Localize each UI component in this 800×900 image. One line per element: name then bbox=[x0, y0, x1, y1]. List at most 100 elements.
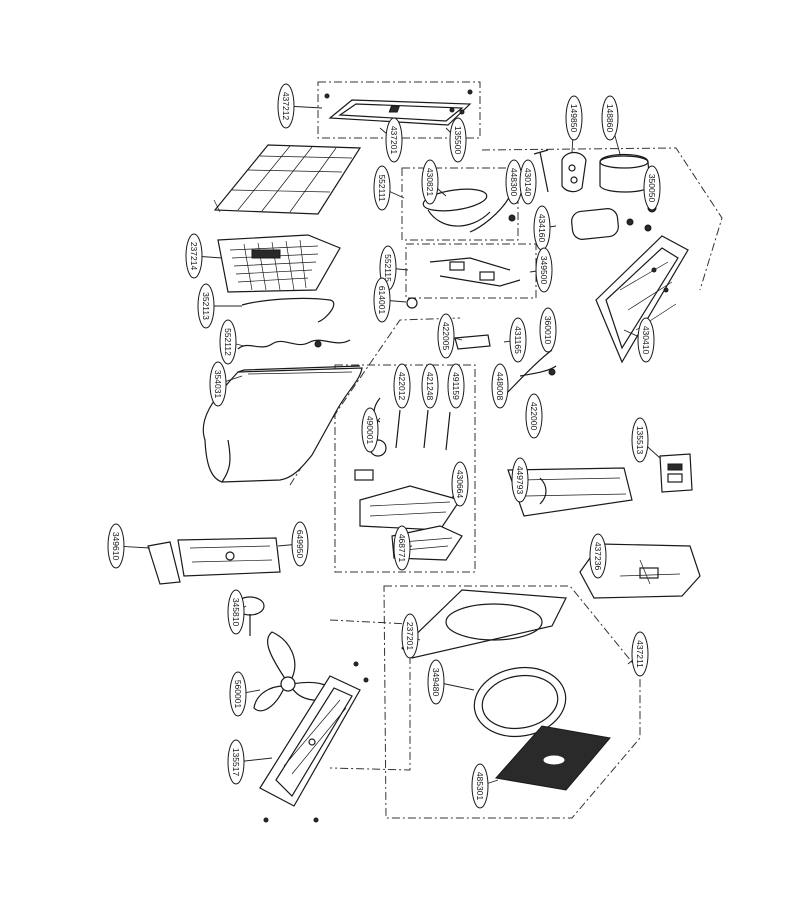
callout-c12: 237214 bbox=[185, 233, 223, 279]
group-box-top-panel bbox=[317, 81, 481, 139]
callout-c4: 430821 bbox=[421, 159, 447, 205]
callout-part-number: 552111 bbox=[377, 174, 387, 201]
callout-oval bbox=[565, 95, 583, 141]
callout-oval bbox=[519, 159, 537, 205]
callout-part-number: 614001 bbox=[377, 286, 387, 315]
callout-oval bbox=[227, 739, 245, 785]
callout-oval bbox=[471, 763, 489, 809]
callout-part-number: 560001 bbox=[233, 680, 243, 709]
callout-oval bbox=[421, 363, 439, 409]
callout-part-number: 430664 bbox=[455, 470, 465, 499]
callout-part-number: 437236 bbox=[593, 542, 603, 571]
callout-c35: 437236 bbox=[589, 533, 607, 579]
callout-c7: 350050 bbox=[643, 165, 661, 211]
callout-oval bbox=[451, 461, 469, 507]
callout-part-number: 237214 bbox=[189, 242, 199, 271]
callout-part-number: 349480 bbox=[431, 668, 441, 697]
callout-labels: 437212 437201 135500 430821 149850 148860 3500… bbox=[107, 83, 661, 809]
compressor-cover-plate bbox=[561, 151, 587, 193]
callout-c29: 135513 bbox=[631, 417, 661, 463]
callout-c37: 237201 bbox=[401, 613, 421, 659]
callout-part-number: 349500 bbox=[539, 256, 549, 285]
callout-part-number: 485301 bbox=[475, 772, 485, 801]
callout-part-number: 135517 bbox=[231, 748, 241, 777]
callout-part-number: 135500 bbox=[453, 126, 463, 155]
callout-part-number: 349610 bbox=[111, 532, 121, 561]
callout-part-number: 437201 bbox=[389, 126, 399, 155]
callout-part-number: 237201 bbox=[405, 622, 415, 651]
callout-part-number: 354031 bbox=[213, 370, 223, 399]
callout-part-number: 449793 bbox=[515, 466, 525, 495]
callout-c18: 430410 bbox=[623, 317, 655, 363]
callout-oval bbox=[227, 589, 245, 635]
callout-c40: 560001 bbox=[229, 671, 261, 717]
callout-oval bbox=[427, 659, 445, 705]
callout-part-number: 421248 bbox=[425, 372, 435, 401]
terminal-block bbox=[659, 453, 693, 493]
callout-part-number: 149850 bbox=[569, 104, 579, 133]
callout-c28: 422000 bbox=[525, 393, 543, 439]
callout-oval bbox=[449, 117, 467, 163]
motor-support-bracket bbox=[147, 537, 281, 585]
callout-c11: 430140 bbox=[519, 159, 537, 205]
compressor bbox=[571, 203, 657, 240]
callout-oval bbox=[393, 525, 411, 571]
group-box-electrical bbox=[334, 364, 476, 573]
callout-c19: 422005 bbox=[437, 313, 463, 359]
group-box-accumulator bbox=[401, 167, 519, 241]
callout-c2: 437201 bbox=[379, 117, 403, 163]
callout-part-number: 448008 bbox=[495, 372, 505, 401]
callout-part-number: 352113 bbox=[201, 292, 211, 320]
group-box-side-leader bbox=[481, 147, 723, 291]
callout-part-number: 437211 bbox=[635, 640, 645, 668]
callout-oval bbox=[643, 165, 661, 211]
callout-oval bbox=[631, 417, 649, 463]
callout-part-number: 430140 bbox=[523, 168, 533, 197]
callout-oval bbox=[393, 363, 411, 409]
callout-oval bbox=[229, 671, 247, 717]
callout-c24: 491159 bbox=[447, 363, 465, 409]
callout-oval bbox=[491, 363, 509, 409]
callout-oval bbox=[509, 317, 527, 363]
capillary-tubing bbox=[237, 297, 351, 350]
callout-part-number: 422012 bbox=[397, 372, 407, 401]
callout-c16: 614001 bbox=[373, 277, 407, 323]
callout-part-number: 490001 bbox=[365, 416, 375, 445]
callout-part-number: 135513 bbox=[635, 426, 645, 455]
callout-oval bbox=[601, 95, 619, 141]
callout-part-number: 434160 bbox=[537, 214, 547, 243]
callout-oval bbox=[535, 247, 553, 293]
top-cover-panel bbox=[324, 89, 473, 126]
service-valves bbox=[406, 257, 521, 309]
callout-c34: 468771 bbox=[393, 525, 413, 571]
callout-part-number: 430821 bbox=[425, 168, 435, 197]
callout-part-number: 431165 bbox=[513, 326, 523, 354]
callout-oval bbox=[373, 165, 391, 211]
callout-part-number: 350050 bbox=[647, 174, 657, 203]
callout-c39: 349480 bbox=[427, 659, 475, 705]
callout-part-number: 422000 bbox=[529, 402, 539, 431]
callout-oval bbox=[209, 361, 227, 407]
callout-part-number: 649950 bbox=[295, 530, 305, 559]
front-panel bbox=[259, 661, 369, 823]
callout-oval bbox=[385, 117, 403, 163]
bottom-base-plate bbox=[495, 725, 611, 791]
callout-part-number: 468771 bbox=[397, 534, 407, 563]
callout-oval bbox=[539, 307, 557, 353]
group-box-valves bbox=[405, 243, 537, 299]
callout-c31: 430664 bbox=[451, 461, 469, 507]
callout-c33: 349610 bbox=[107, 523, 151, 569]
callout-part-number: 430410 bbox=[641, 326, 651, 355]
callout-c38: 437211 bbox=[627, 631, 649, 677]
callout-c6: 148860 bbox=[601, 95, 621, 155]
callout-c30: 449793 bbox=[511, 457, 529, 503]
callout-part-number: 437212 bbox=[281, 92, 291, 121]
callout-oval bbox=[447, 363, 465, 409]
callout-c21: 354031 bbox=[209, 361, 243, 407]
callout-part-number: 360010 bbox=[543, 316, 553, 345]
callout-oval bbox=[511, 457, 529, 503]
callout-oval bbox=[361, 407, 379, 453]
base-pan bbox=[595, 235, 689, 364]
callout-oval bbox=[437, 313, 455, 359]
